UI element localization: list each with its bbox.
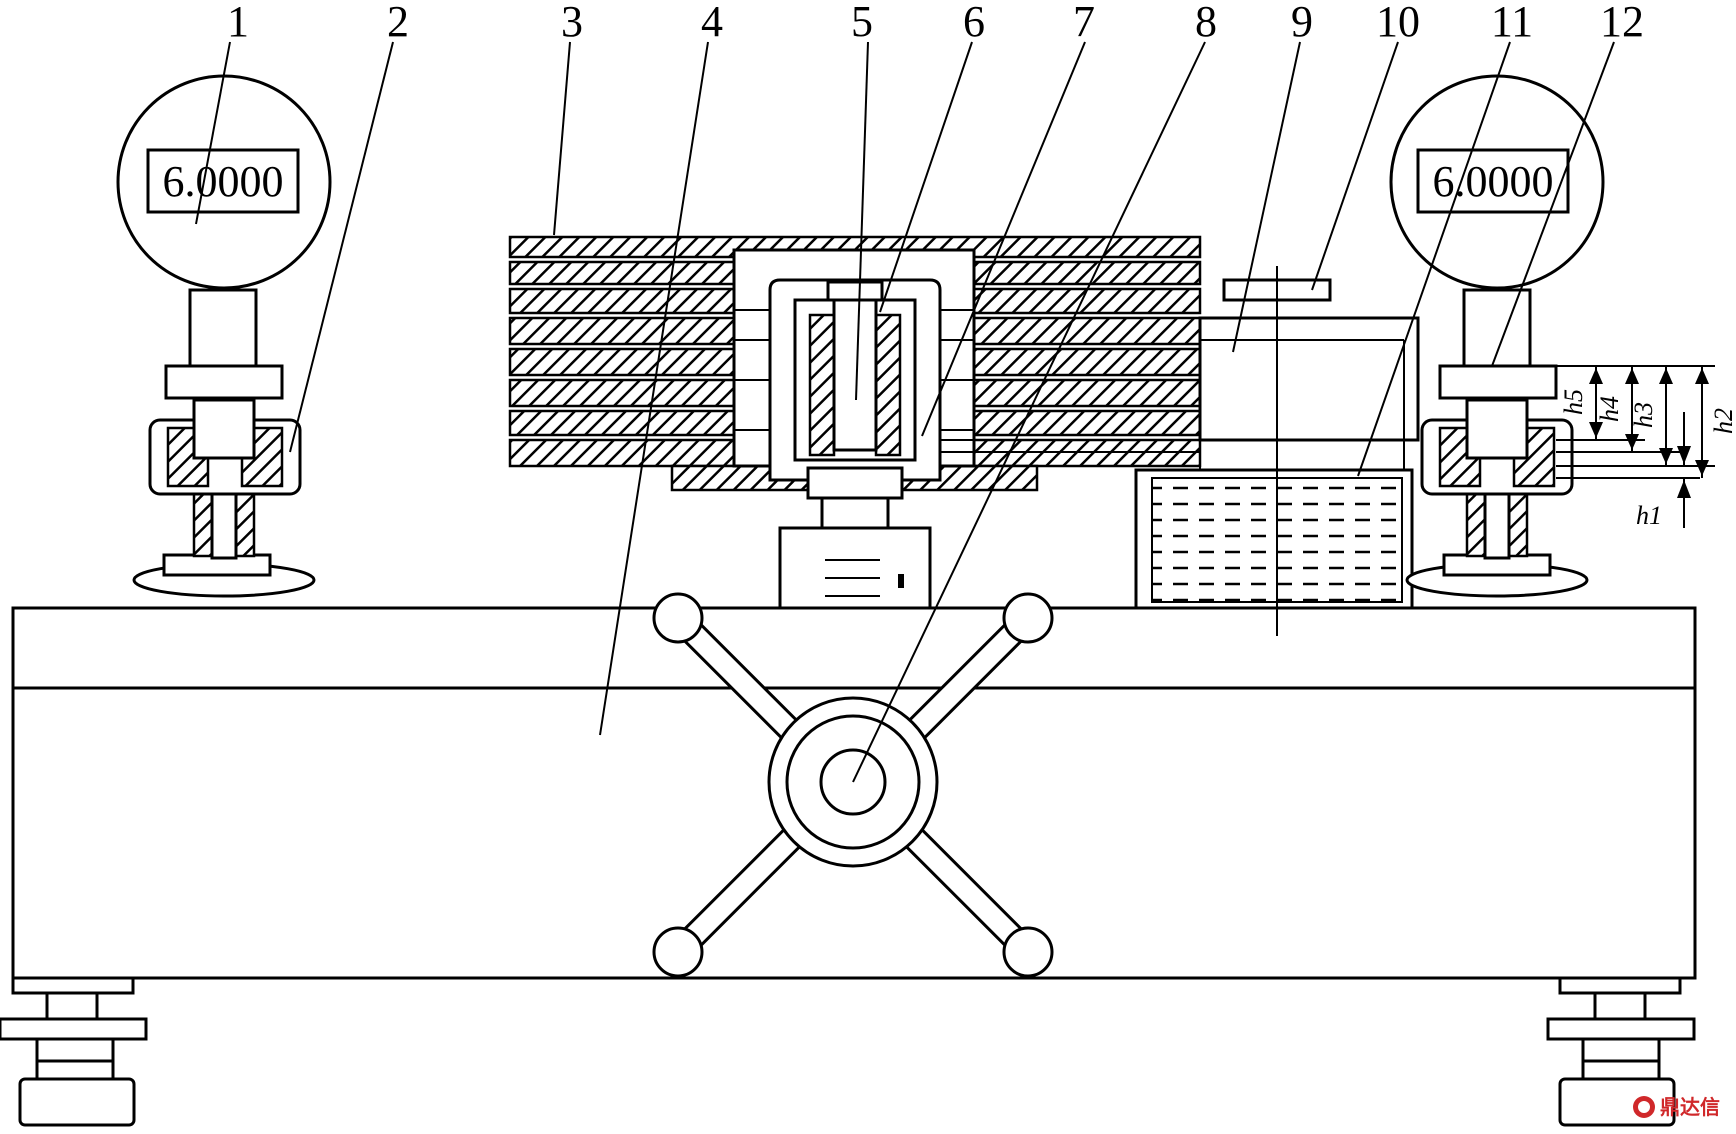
callout-6: 6 <box>963 0 985 46</box>
dimension-lines: h5 h4 h3 h2 h1 <box>1556 365 1736 530</box>
dim-h5-label: h5 <box>1559 389 1588 415</box>
callout-2: 2 <box>387 0 409 46</box>
left-foot <box>0 976 148 1127</box>
dim-h1-label: h1 <box>1636 501 1662 530</box>
dim-h3-label: h3 <box>1629 402 1658 428</box>
piston-cylinder <box>768 278 942 610</box>
callout-4: 4 <box>701 0 723 46</box>
callout-1: 1 <box>227 0 249 46</box>
callout-5: 5 <box>851 0 873 46</box>
dim-h2-label: h2 <box>1709 408 1736 434</box>
callout-11: 11 <box>1491 0 1533 46</box>
callout-7: 7 <box>1073 0 1095 46</box>
leader-lines <box>195 41 1615 783</box>
callout-12: 12 <box>1600 0 1644 46</box>
handwheel <box>652 592 1054 978</box>
callout-8: 8 <box>1195 0 1217 46</box>
callout-3: 3 <box>561 0 583 46</box>
callout-10: 10 <box>1376 0 1420 46</box>
dim-h4-label: h4 <box>1595 396 1624 422</box>
callout-labels: 1 2 3 4 5 6 7 8 9 10 11 12 <box>227 0 1644 46</box>
watermark-text: 鼎达信 <box>1660 1095 1720 1119</box>
right-gauge: 6.0000 <box>1389 74 1605 598</box>
callout-9: 9 <box>1291 0 1313 46</box>
left-gauge: 6.0000 <box>116 74 332 598</box>
watermark: 鼎达信 <box>1633 1095 1720 1119</box>
right-gauge-display: 6.0000 <box>1433 157 1554 206</box>
left-gauge-display: 6.0000 <box>163 157 284 206</box>
